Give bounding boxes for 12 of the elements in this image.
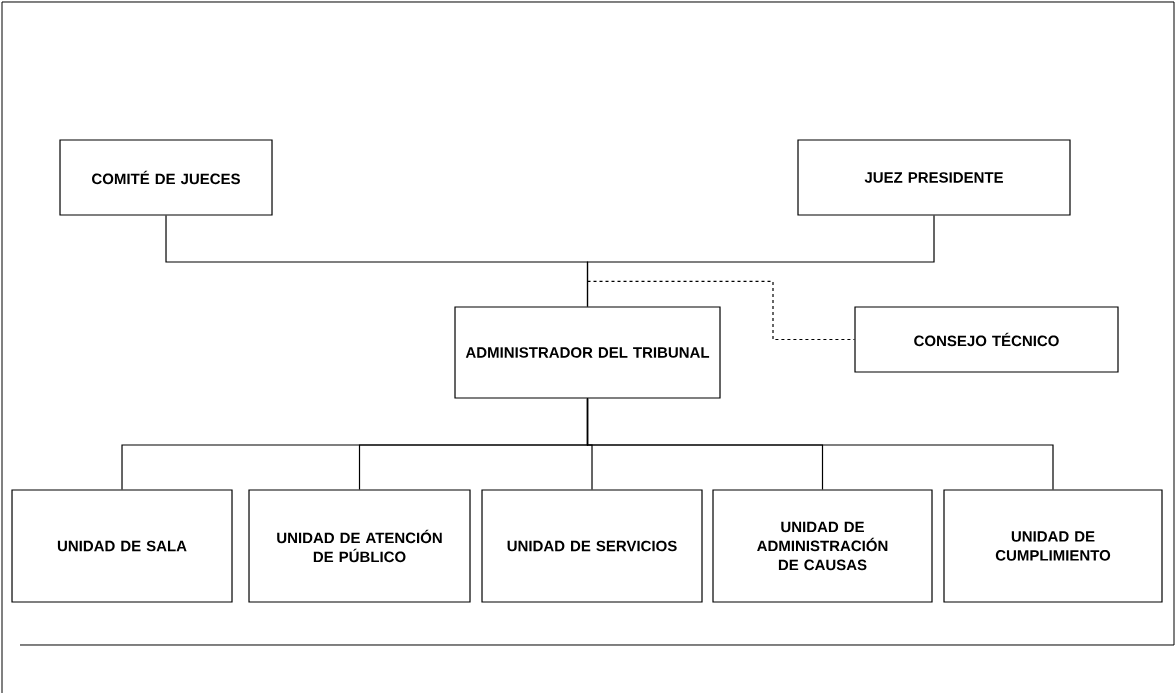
org-box: UNIDAD DE SERVICIOS: [481, 489, 703, 603]
connector-line: [586, 398, 1054, 490]
org-box: JUEZ PRESIDENTE: [797, 139, 1071, 216]
org-box: UNIDAD DE CUMPLIMIENTO: [943, 489, 1163, 603]
org-box: UNIDAD DE ADMINISTRACIÓN DE CAUSAS: [712, 489, 933, 603]
org-box: COMITÉ DE JUECES: [59, 139, 273, 216]
connector-line: [586, 280, 855, 341]
connector-line: [586, 215, 935, 307]
org-box: ADMINISTRADOR DEL TRIBUNAL: [454, 306, 721, 399]
org-box: UNIDAD DE ATENCIÓN DE PÚBLICO: [248, 489, 471, 603]
org-box: CONSEJO TÉCNICO: [854, 306, 1119, 373]
org-box: UNIDAD DE SALA: [11, 489, 233, 603]
